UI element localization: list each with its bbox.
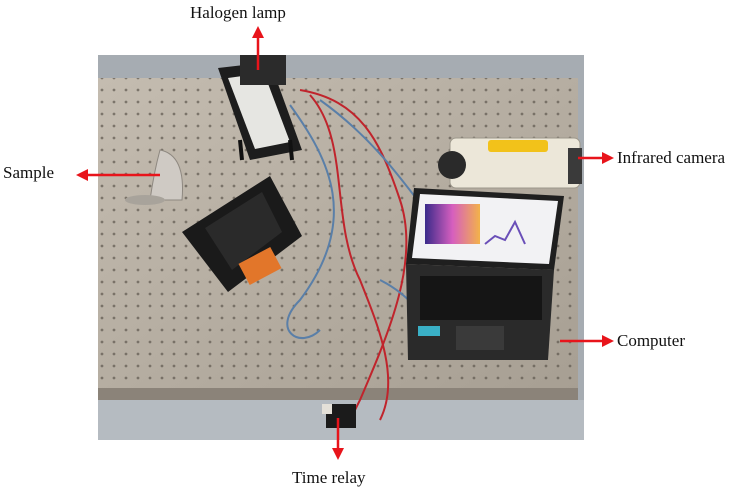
label-sample: Sample — [3, 163, 54, 182]
arrow-computer — [560, 335, 614, 347]
label-computer: Computer — [617, 331, 685, 350]
halogen-lamp-middle — [182, 176, 302, 292]
sample-specimen — [125, 149, 184, 205]
time-relay-device — [322, 404, 356, 428]
arrow-halogen-lamp — [252, 26, 264, 70]
label-halogen-lamp: Halogen lamp — [190, 3, 286, 22]
infrared-camera — [438, 137, 582, 189]
arrow-time-relay — [332, 418, 344, 460]
laptop-computer — [406, 188, 564, 360]
label-infrared-camera: Infrared camera — [617, 148, 726, 167]
arrow-sample — [76, 169, 160, 181]
halogen-lamp-top — [218, 55, 302, 161]
label-time-relay: Time relay — [292, 468, 366, 487]
arrow-infrared-camera — [578, 152, 614, 164]
table-edge — [98, 388, 578, 400]
annotation-arrows — [76, 26, 614, 460]
